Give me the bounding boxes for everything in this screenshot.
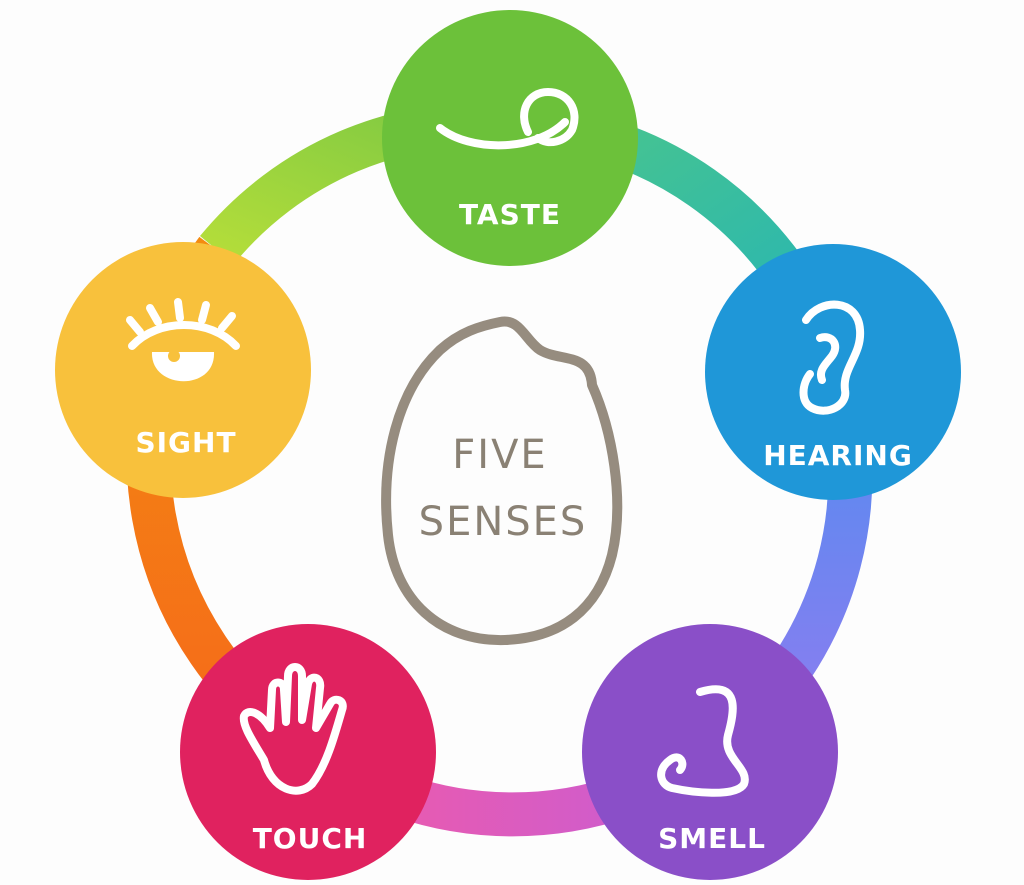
hearing-circle (705, 244, 961, 500)
touch-label: TOUCH (253, 822, 368, 855)
hand-icon (239, 663, 347, 795)
smell-circle (582, 624, 838, 880)
center-outline (381, 316, 623, 646)
center-shape: FIVE SENSES (381, 316, 623, 646)
taste-label: TASTE (459, 198, 561, 231)
smell-label: SMELL (658, 822, 766, 855)
hearing-label: HEARING (763, 439, 913, 472)
ear-icon (799, 300, 865, 415)
node-hearing: HEARING (705, 244, 961, 500)
sight-label: SIGHT (135, 426, 236, 459)
node-smell: SMELL (582, 624, 838, 880)
eye-icon (126, 298, 240, 382)
center-title-line1: FIVE (452, 432, 547, 478)
touch-circle (180, 624, 436, 880)
node-sight: SIGHT (55, 242, 311, 498)
taste-circle (382, 10, 638, 266)
nose-icon (657, 685, 749, 797)
node-touch: TOUCH (180, 624, 436, 880)
tongue-icon (436, 88, 579, 150)
center-title-line2: SENSES (419, 499, 588, 545)
node-taste: TASTE (382, 10, 638, 266)
